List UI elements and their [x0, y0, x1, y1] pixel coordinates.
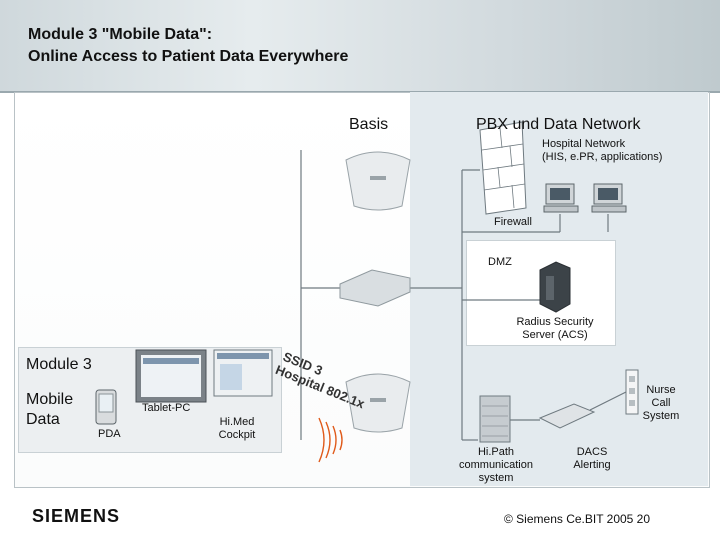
nurse-call-label: Nurse Call System	[636, 384, 686, 423]
workstation-icon-2	[592, 184, 626, 212]
dacs-line-1: DACS	[560, 446, 624, 459]
link-nurse	[590, 392, 626, 410]
mobile-data-label: Mobile Data	[26, 390, 73, 430]
radius-server-label: Radius Security Server (ACS)	[500, 316, 610, 342]
firewall-label: Firewall	[494, 216, 532, 229]
access-point-top-icon	[346, 152, 410, 210]
dacs-device-icon	[540, 404, 594, 428]
hospital-network-line-2: (HIS, e.PR, applications)	[542, 151, 662, 164]
module3-label: Module 3	[26, 356, 92, 374]
himed-line-2: Cockpit	[208, 429, 266, 442]
radius-line-1: Radius Security	[500, 316, 610, 329]
himed-cockpit-icon	[214, 350, 272, 396]
siemens-logo: SIEMENS	[32, 506, 120, 527]
radius-server-icon	[540, 262, 570, 312]
workstation-icon-1	[544, 184, 578, 212]
hipath-server-icon	[480, 396, 510, 442]
hipath-line-2: communication	[446, 459, 546, 472]
hospital-network-label: Hospital Network (HIS, e.PR, application…	[542, 138, 662, 164]
radius-line-2: Server (ACS)	[500, 329, 610, 342]
router-icon	[340, 270, 410, 306]
nurse-line-3: System	[636, 410, 686, 423]
himed-cockpit-label: Hi.Med Cockpit	[208, 416, 266, 442]
hipath-line-3: system	[446, 472, 546, 485]
hipath-line-1: Hi.Path	[446, 446, 546, 459]
nurse-line-1: Nurse	[636, 384, 686, 397]
pda-label: PDA	[98, 428, 121, 441]
dmz-label: DMZ	[488, 256, 512, 269]
pda-icon	[96, 390, 116, 424]
data-line: Data	[26, 410, 73, 430]
pbx-label: PBX und Data Network	[476, 116, 641, 134]
tablet-pc-icon	[136, 350, 206, 402]
wireless-waves	[319, 418, 342, 462]
hipath-label: Hi.Path communication system	[446, 446, 546, 485]
dacs-line-2: Alerting	[560, 459, 624, 472]
mobile-line: Mobile	[26, 390, 73, 410]
dacs-label: DACS Alerting	[560, 446, 624, 472]
nurse-line-2: Call	[636, 397, 686, 410]
tablet-pc-label: Tablet-PC	[142, 402, 190, 415]
hospital-network-line-1: Hospital Network	[542, 138, 662, 151]
basis-label: Basis	[349, 116, 388, 134]
firewall-icon	[480, 122, 526, 214]
himed-line-1: Hi.Med	[208, 416, 266, 429]
copyright-text: © Siemens Ce.BIT 2005 20	[504, 512, 650, 526]
